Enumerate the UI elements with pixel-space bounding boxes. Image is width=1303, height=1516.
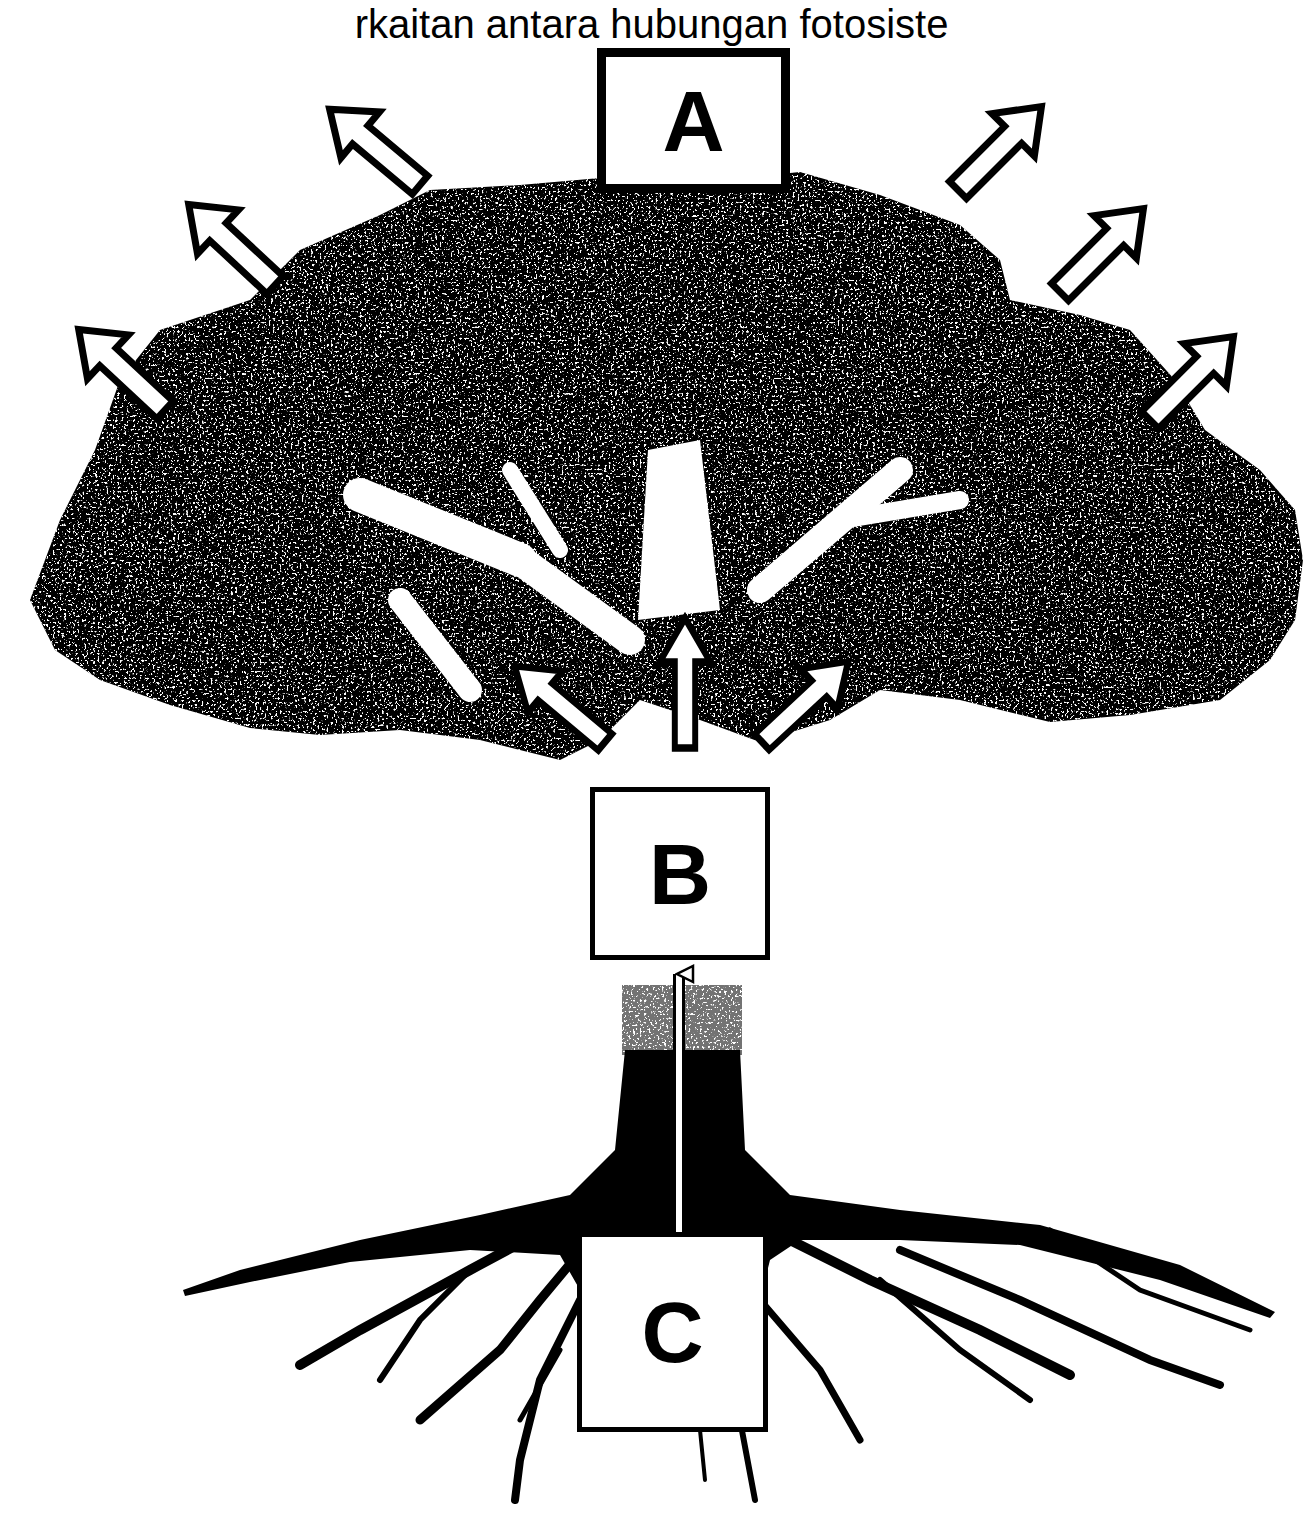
label-box: B: [590, 787, 770, 960]
box-letter: A: [662, 78, 724, 164]
box-letter: B: [649, 831, 711, 917]
page-title: rkaitan antara hubungan fotosiste: [0, 2, 1303, 47]
arrow-shaft: [676, 974, 682, 1232]
box-letter: C: [641, 1289, 703, 1375]
stem-arrows: [497, 618, 866, 762]
tree-roots: [183, 960, 1275, 1500]
flow-arrow: [679, 974, 680, 1232]
arrow-outline: [673, 974, 685, 1232]
tree-canopy: [0, 160, 1303, 780]
label-box: A: [597, 48, 790, 193]
label-box: C: [577, 1232, 768, 1432]
